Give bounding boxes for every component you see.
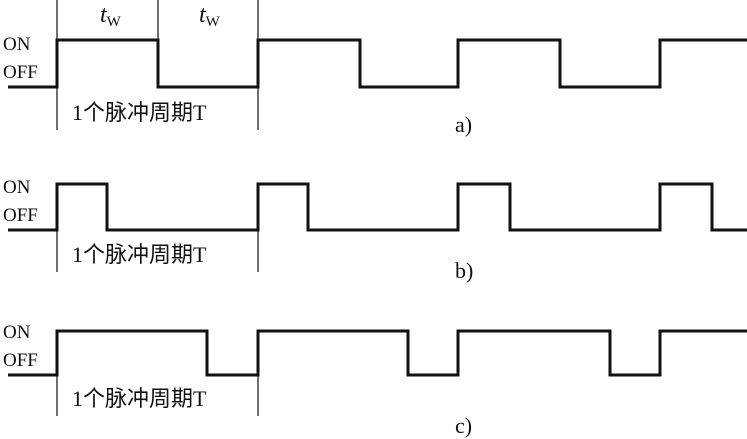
panel-b-caption: b) xyxy=(455,258,473,283)
panel-c-on-label: ON xyxy=(3,322,31,343)
panel-a-tw-1-main: t xyxy=(100,2,108,28)
panel-c-period-label: 1个脉冲周期T xyxy=(72,386,207,411)
panel-a-caption: a) xyxy=(455,112,472,137)
panel-b: ON OFF 1个脉冲周期T b) xyxy=(3,177,747,283)
panel-b-on-label: ON xyxy=(3,177,31,198)
panel-a-tw-1-sub: W xyxy=(107,14,122,30)
panel-a: ON OFF tW tW 1个脉冲周期T a) xyxy=(3,0,747,137)
panel-a-tw-label-2: tW xyxy=(199,2,221,30)
panel-a-tw-2-sub: W xyxy=(206,14,221,30)
panel-c-waveform xyxy=(8,329,747,377)
panel-a-on-label: ON xyxy=(3,34,31,55)
panel-a-off-label: OFF xyxy=(3,62,38,83)
panel-c-off-label: OFF xyxy=(3,350,38,371)
panel-b-waveform xyxy=(8,182,747,232)
panel-a-waveform xyxy=(8,38,747,89)
panel-a-tw-label-1: tW xyxy=(100,2,122,30)
panel-c: ON OFF 1个脉冲周期T c) xyxy=(3,322,747,438)
panel-c-caption: c) xyxy=(455,413,472,438)
panel-a-period-label: 1个脉冲周期T xyxy=(72,100,207,125)
panel-b-off-label: OFF xyxy=(3,205,38,226)
panel-b-period-label: 1个脉冲周期T xyxy=(72,242,207,267)
panel-a-tw-2-main: t xyxy=(199,2,207,28)
